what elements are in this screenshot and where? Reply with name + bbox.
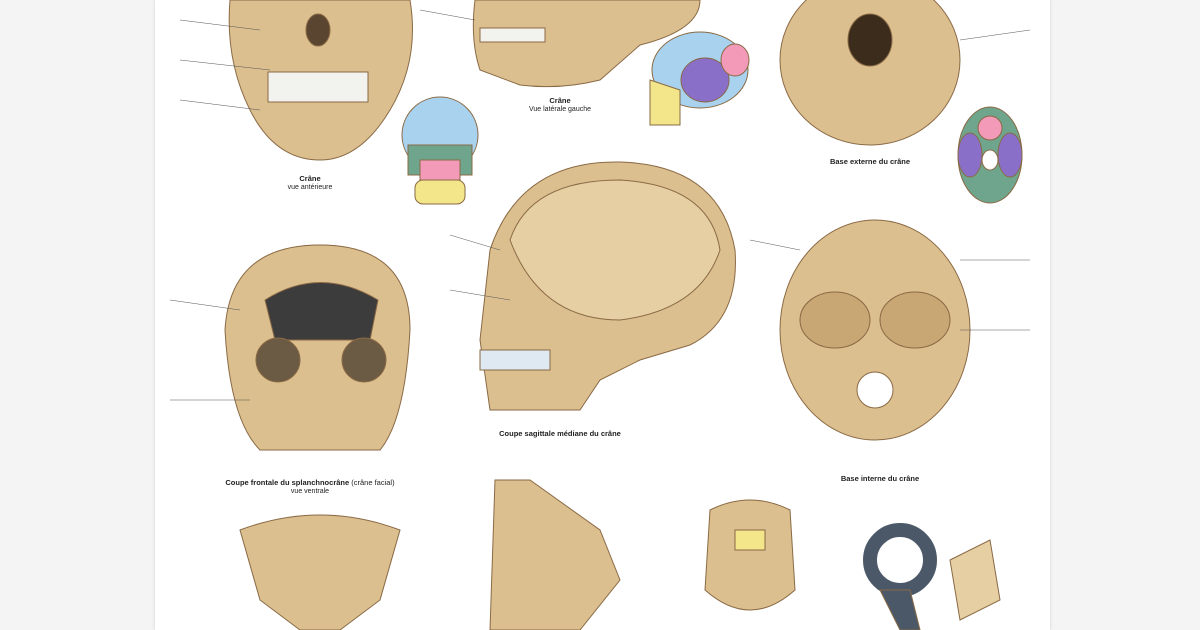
skull-lateral-illustration bbox=[472, 0, 701, 88]
inner-ear-illustration bbox=[863, 523, 937, 630]
caption-title: Coupe sagittale médiane du crâne bbox=[499, 429, 621, 438]
ethmoid-nasal-illustration bbox=[489, 479, 621, 630]
caption-subtitle: vue antérieure bbox=[287, 184, 333, 191]
caption-external-base: Base externe du crâne bbox=[805, 157, 935, 166]
caption-title: Base externe du crâne bbox=[829, 157, 911, 166]
caption-frontal-section: Coupe frontale du splanchnocrâne (crâne … bbox=[215, 478, 405, 496]
sphenoid-illustration bbox=[239, 514, 401, 630]
skull-illustrations bbox=[169, 0, 1031, 630]
caption-title: Crâne bbox=[299, 174, 321, 183]
external-skull-base-illustration bbox=[779, 0, 961, 146]
caption-title: Base interne du crâne bbox=[840, 474, 920, 483]
nasal-cavity bbox=[305, 13, 331, 47]
caption-sagittal: Coupe sagittale médiane du crâne bbox=[485, 429, 635, 438]
anatomy-poster: Crâne vue antérieure Crâne Vue latérale … bbox=[155, 0, 1050, 630]
caption-title: Coupe frontale du splanchnocrâne bbox=[225, 478, 350, 487]
colored-skull-base-diagram bbox=[957, 106, 1023, 204]
caption-skull-lateral: Crâne Vue latérale gauche bbox=[510, 96, 610, 114]
label-leader-lines bbox=[169, 9, 1031, 401]
caption-title-suffix: (crâne facial) bbox=[351, 478, 395, 487]
colored-skull-anterior-diagram bbox=[401, 96, 479, 205]
colored-skull-lateral-diagram bbox=[649, 31, 750, 126]
caption-title: Crâne bbox=[549, 96, 571, 105]
caption-internal-base: Base interne du crâne bbox=[815, 474, 945, 483]
anterior-teeth bbox=[267, 71, 369, 103]
caption-subtitle: Vue latérale gauche bbox=[528, 106, 591, 113]
caption-skull-anterior: Crâne vue antérieure bbox=[260, 174, 360, 192]
skull-sinus-illustration bbox=[704, 499, 796, 611]
caption-subtitle: vue ventrale bbox=[290, 488, 330, 495]
